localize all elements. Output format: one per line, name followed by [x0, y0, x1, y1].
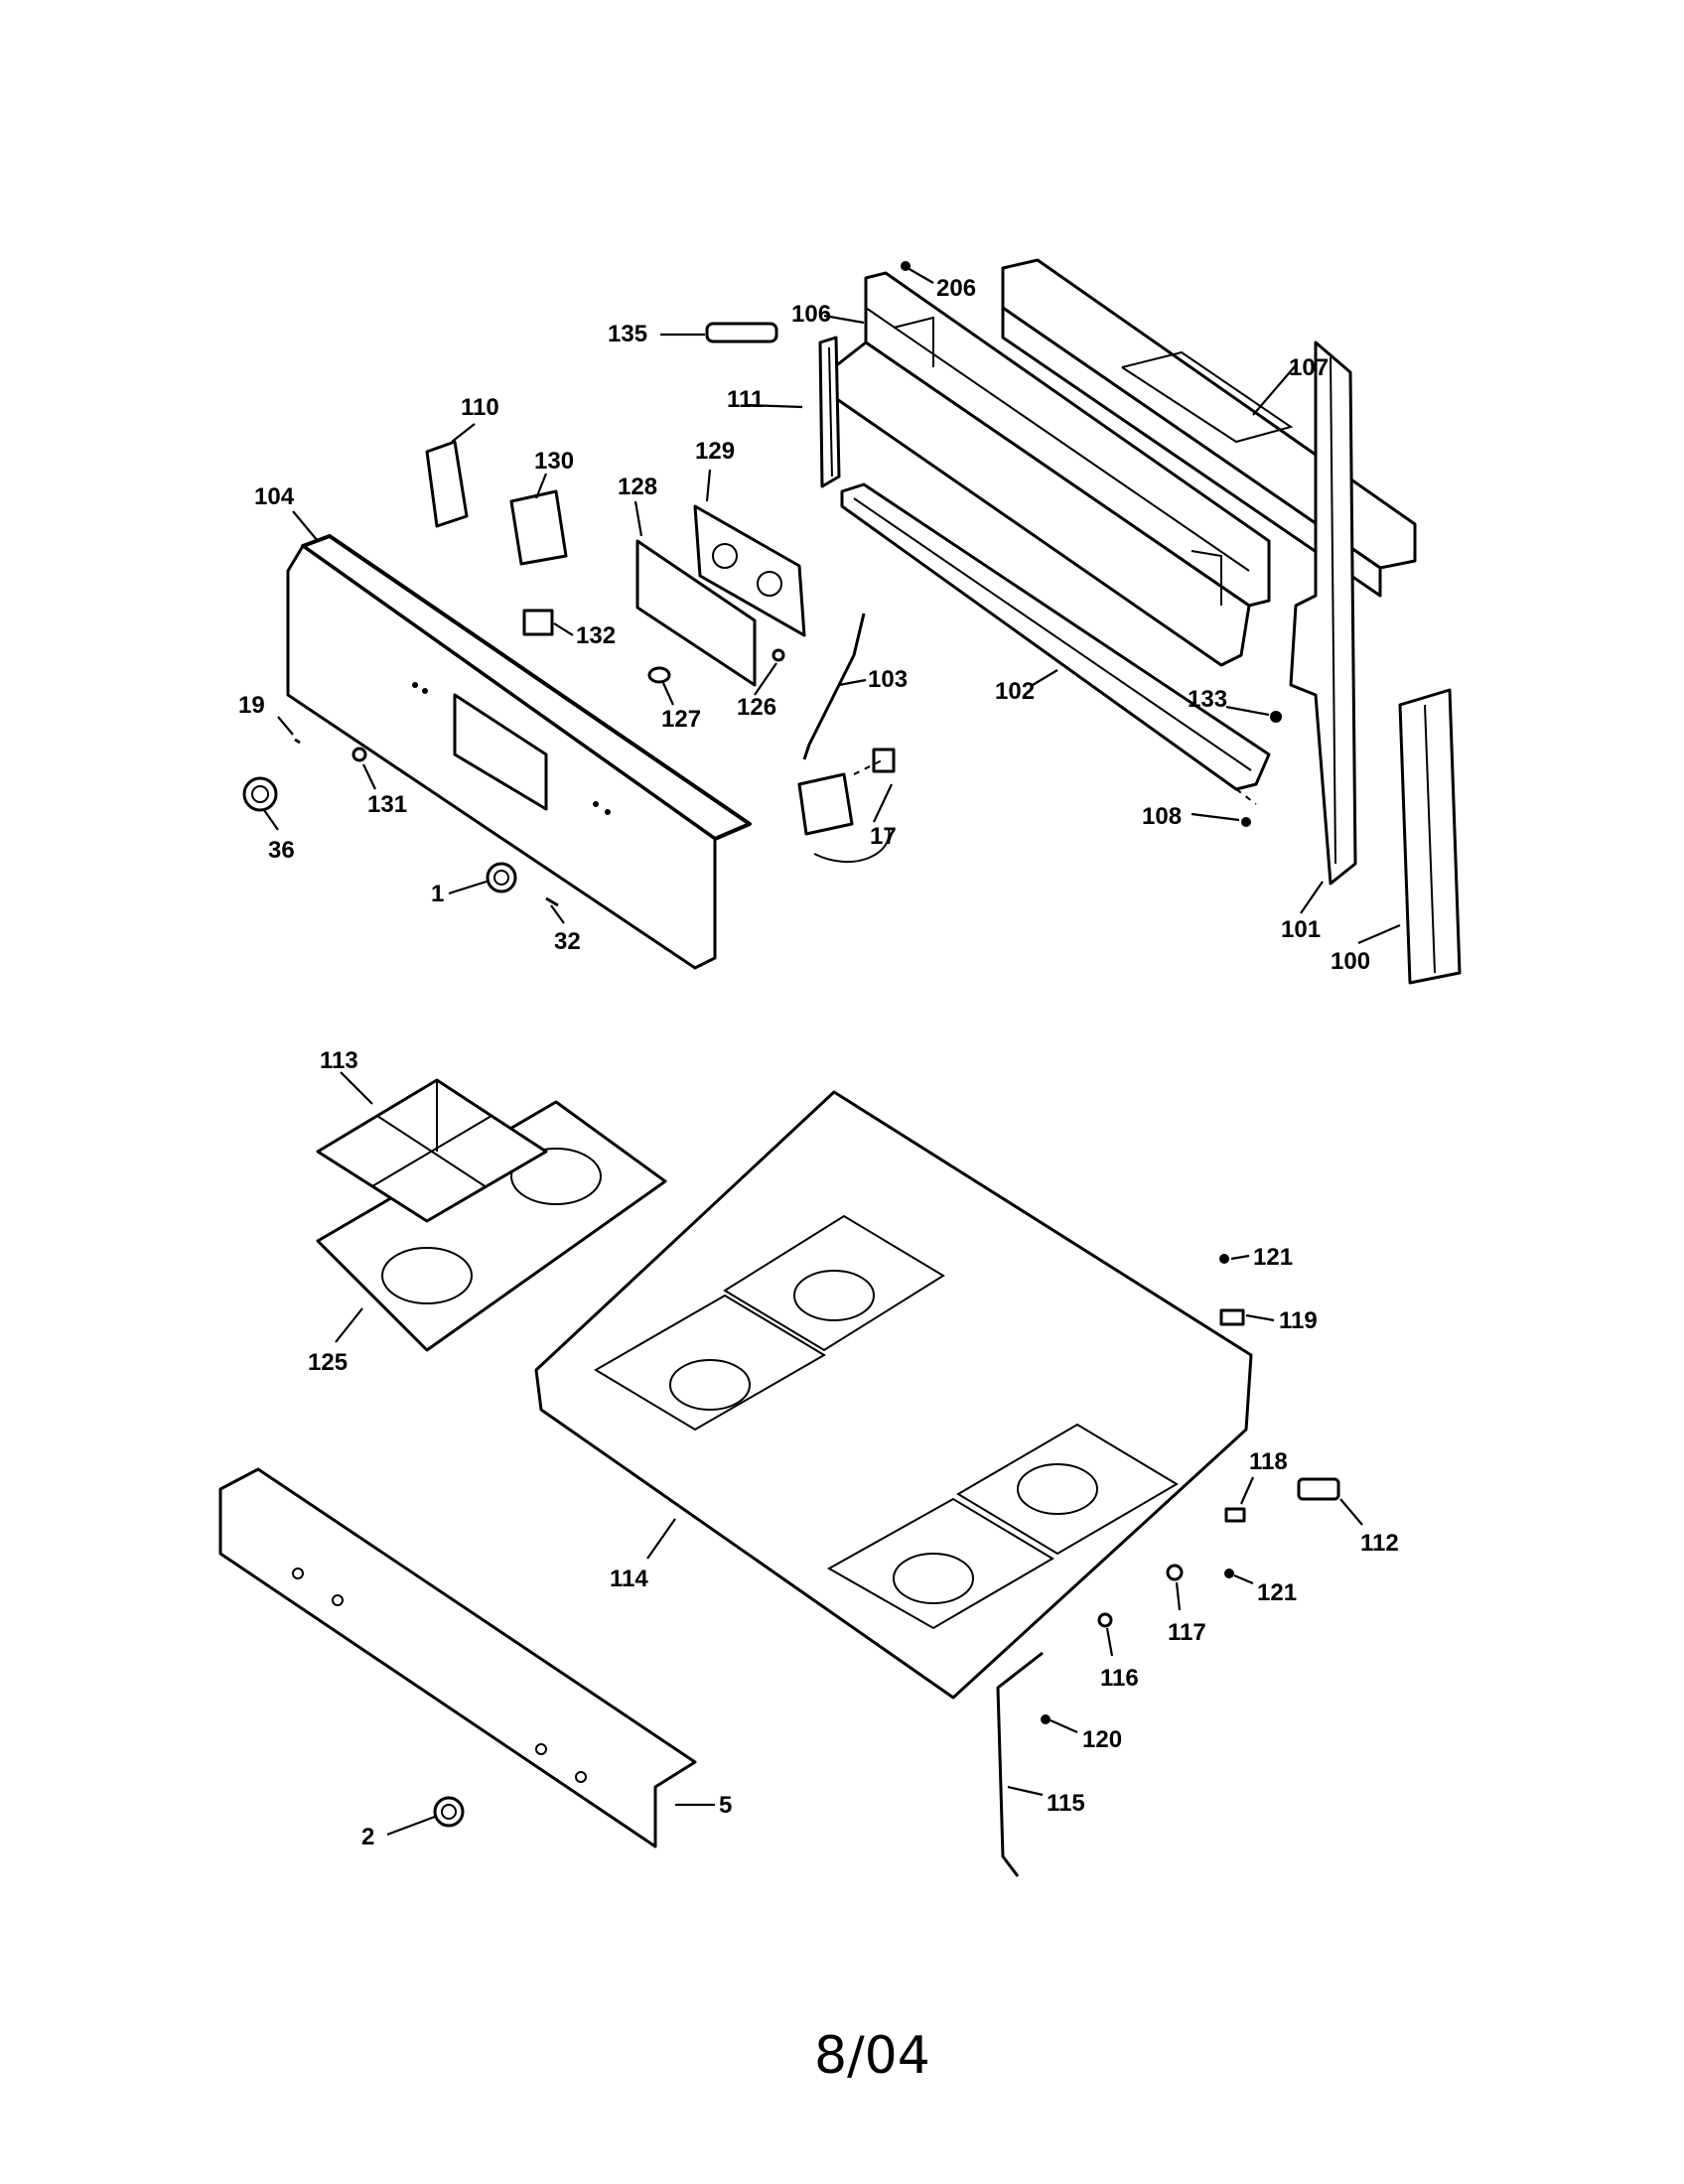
- part-113-grate: [316, 1078, 548, 1223]
- part-135: [705, 322, 778, 343]
- callout-126: 126: [737, 694, 776, 721]
- callout-32: 32: [554, 928, 581, 955]
- callout-102: 102: [995, 678, 1035, 705]
- callouts: 135 206 106 107 111 110 130 129 128 104 …: [238, 275, 1399, 1850]
- part-127: [647, 666, 671, 684]
- callout-112: 112: [1360, 1530, 1399, 1557]
- callout-129: 129: [695, 438, 735, 465]
- part-102-trim-strip: [840, 482, 1271, 805]
- callout-5: 5: [719, 1792, 732, 1819]
- part-131: [351, 747, 367, 762]
- callout-115: 115: [1047, 1790, 1085, 1817]
- callout-127: 127: [661, 706, 701, 733]
- part-130-switch: [509, 489, 568, 566]
- callout-110: 110: [461, 394, 499, 421]
- part-121-screw-bottom: [1224, 1569, 1234, 1578]
- callout-113: 113: [320, 1047, 358, 1074]
- callout-107: 107: [1289, 354, 1329, 381]
- callout-104: 104: [254, 483, 295, 510]
- callout-117: 117: [1168, 1619, 1206, 1646]
- part-114-cooktop: [534, 1090, 1253, 1700]
- callout-135: 135: [608, 321, 647, 347]
- callout-101: 101: [1281, 916, 1321, 943]
- part-103-bracket: [802, 613, 866, 760]
- part-17-switch: [797, 748, 896, 864]
- callout-19: 19: [238, 692, 265, 719]
- callout-121-bottom: 121: [1257, 1579, 1297, 1606]
- callout-120: 120: [1082, 1726, 1122, 1753]
- part-116: [1097, 1612, 1113, 1628]
- callout-125: 125: [308, 1349, 348, 1376]
- callout-1: 1: [431, 881, 444, 907]
- part-112: [1297, 1477, 1340, 1501]
- callout-36: 36: [268, 837, 295, 864]
- callout-116: 116: [1100, 1665, 1139, 1692]
- part-115-tube: [996, 1651, 1044, 1877]
- part-119: [1219, 1308, 1245, 1326]
- part-104-control-panel: [286, 534, 752, 970]
- callout-119: 119: [1279, 1307, 1318, 1334]
- page-footer-date: 8/04: [814, 2026, 930, 2086]
- part-111-bracket: [818, 336, 841, 488]
- callout-121-top: 121: [1253, 1244, 1293, 1271]
- part-36-knob: [242, 776, 278, 812]
- part-2-knob: [433, 1796, 465, 1828]
- leader-lines: [263, 267, 1401, 1837]
- callout-132: 132: [576, 622, 616, 649]
- callout-17: 17: [870, 823, 897, 850]
- callout-130: 130: [534, 448, 574, 475]
- part-101-bracket: [1289, 341, 1357, 886]
- part-120-screw: [1041, 1714, 1051, 1724]
- part-107-rear-panel: [1001, 258, 1417, 598]
- part-32-screw: [545, 896, 559, 907]
- part-5-manifold-panel: [218, 1467, 697, 1848]
- callout-128: 128: [618, 474, 657, 500]
- part-106-back-panel: [832, 271, 1271, 667]
- part-1-knob: [486, 862, 517, 893]
- callout-108: 108: [1142, 803, 1182, 830]
- part-117: [1166, 1564, 1184, 1581]
- part-108-screw: [1241, 817, 1251, 827]
- callout-106: 106: [791, 301, 831, 328]
- part-133: [1270, 711, 1282, 723]
- callout-118: 118: [1249, 1448, 1288, 1475]
- callout-206: 206: [936, 275, 976, 302]
- part-121-screw-top: [1219, 1254, 1229, 1264]
- callout-2: 2: [361, 1824, 374, 1850]
- part-129-clock: [693, 504, 806, 637]
- part-118: [1224, 1507, 1246, 1523]
- callout-111: 111: [727, 386, 764, 413]
- part-126: [772, 648, 785, 662]
- callout-100: 100: [1331, 948, 1370, 975]
- callout-103: 103: [868, 666, 908, 693]
- part-110-relay: [425, 440, 469, 528]
- part-132: [522, 609, 554, 636]
- callout-114: 114: [610, 1566, 648, 1592]
- part-19-screw: [294, 738, 301, 745]
- part-128-overlay: [635, 539, 757, 687]
- part-100-side-trim: [1398, 688, 1462, 985]
- callout-133: 133: [1188, 686, 1227, 713]
- callout-131: 131: [367, 791, 407, 818]
